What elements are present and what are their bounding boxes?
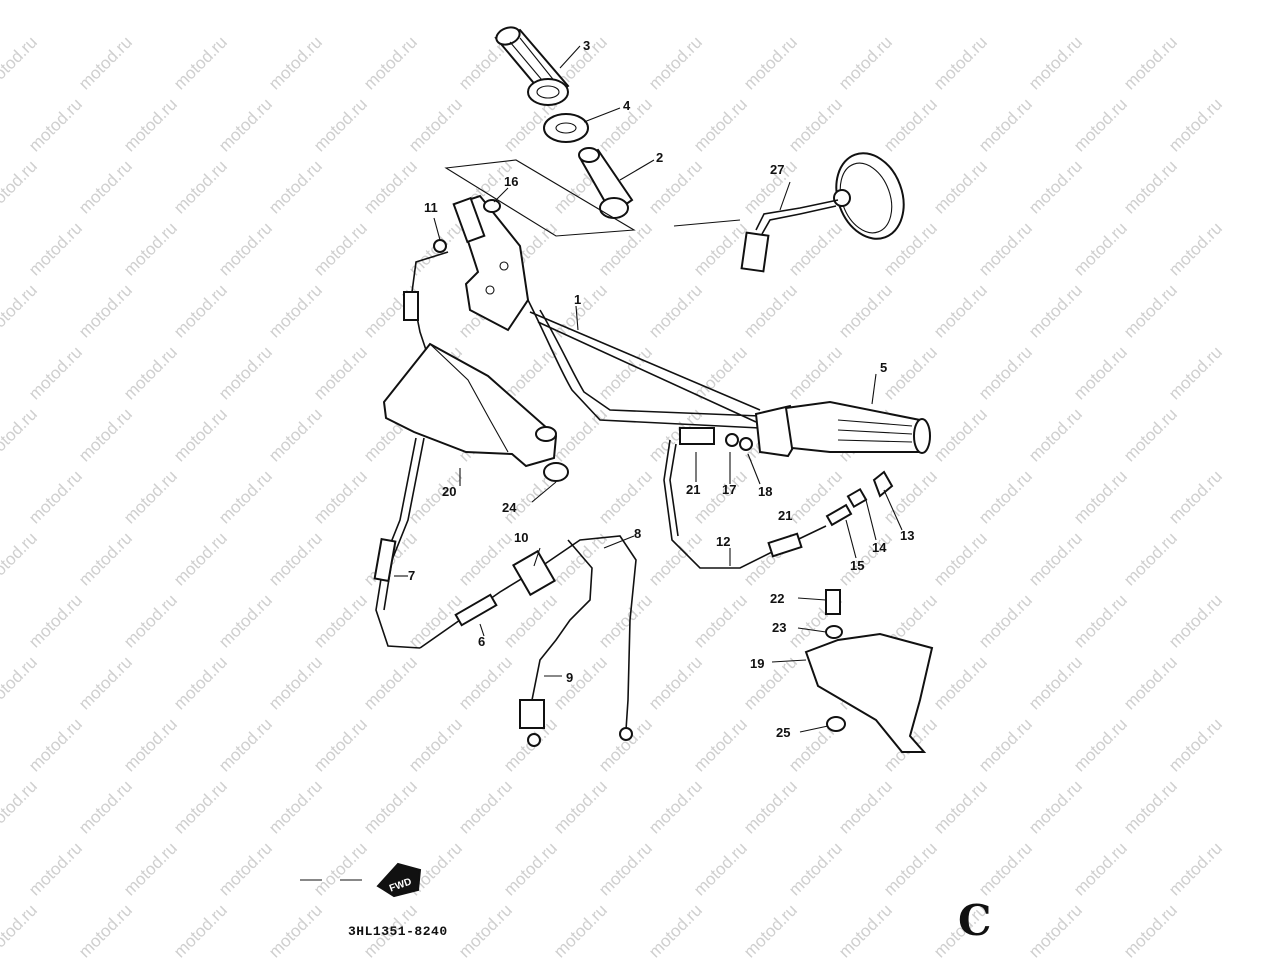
washer [725,433,753,451]
callout-20: 20 [442,484,456,499]
assembly-bracket-outline [444,159,636,237]
diagram-code: 3HL1351-8240 [348,924,448,939]
left-grip [578,147,634,219]
clutch-cable [373,437,425,649]
variant-letter: C [958,896,992,945]
adjuster-bolt [825,470,894,527]
callout-23: 23 [772,620,786,635]
right-side-cable [663,427,827,569]
callout-21-a: 21 [686,482,700,497]
left-hand-guard [382,342,558,468]
callout-2: 2 [656,150,663,165]
lever-holder [452,194,530,332]
handlebar [527,299,761,429]
callout-labels: 3 4 2 27 1 5 16 11 20 24 21 17 18 21 13 … [408,38,914,740]
callout-19: 19 [750,656,764,671]
rear-view-mirror [673,152,905,273]
callout-18: 18 [758,484,772,499]
callout-4: 4 [623,98,631,113]
callout-leaders [394,45,903,733]
callout-21-b: 21 [778,508,792,523]
right-grip [784,400,931,454]
callout-27: 27 [770,162,784,177]
grip-washer [543,113,589,143]
callout-25: 24 [502,500,517,515]
callout-6: 6 [478,634,485,649]
starter-cable [403,239,449,351]
callout-12: 12 [716,534,730,549]
cap [543,462,569,482]
grip-cap [494,26,570,106]
callout-16: 16 [504,174,518,189]
callout-24: 25 [776,725,790,740]
callout-5: 5 [880,360,887,375]
callout-14: 14 [872,540,887,555]
forward-direction-badge: FWD [300,862,422,898]
right-hand-guard [804,632,934,753]
callout-22: 22 [770,591,784,606]
callout-11: 11 [424,200,438,215]
callout-13: 13 [900,528,914,543]
callout-3: 3 [583,38,590,53]
throttle-cable [419,535,637,741]
callout-15: 15 [850,558,864,573]
choke-cable [519,539,593,747]
callout-7: 7 [408,568,415,583]
callout-8: 8 [634,526,641,541]
callout-17: 17 [722,482,736,497]
bolt [825,589,841,615]
callout-1: 1 [574,292,581,307]
callout-9: 9 [566,670,573,685]
nut [825,625,846,732]
callout-10: 10 [514,530,528,545]
